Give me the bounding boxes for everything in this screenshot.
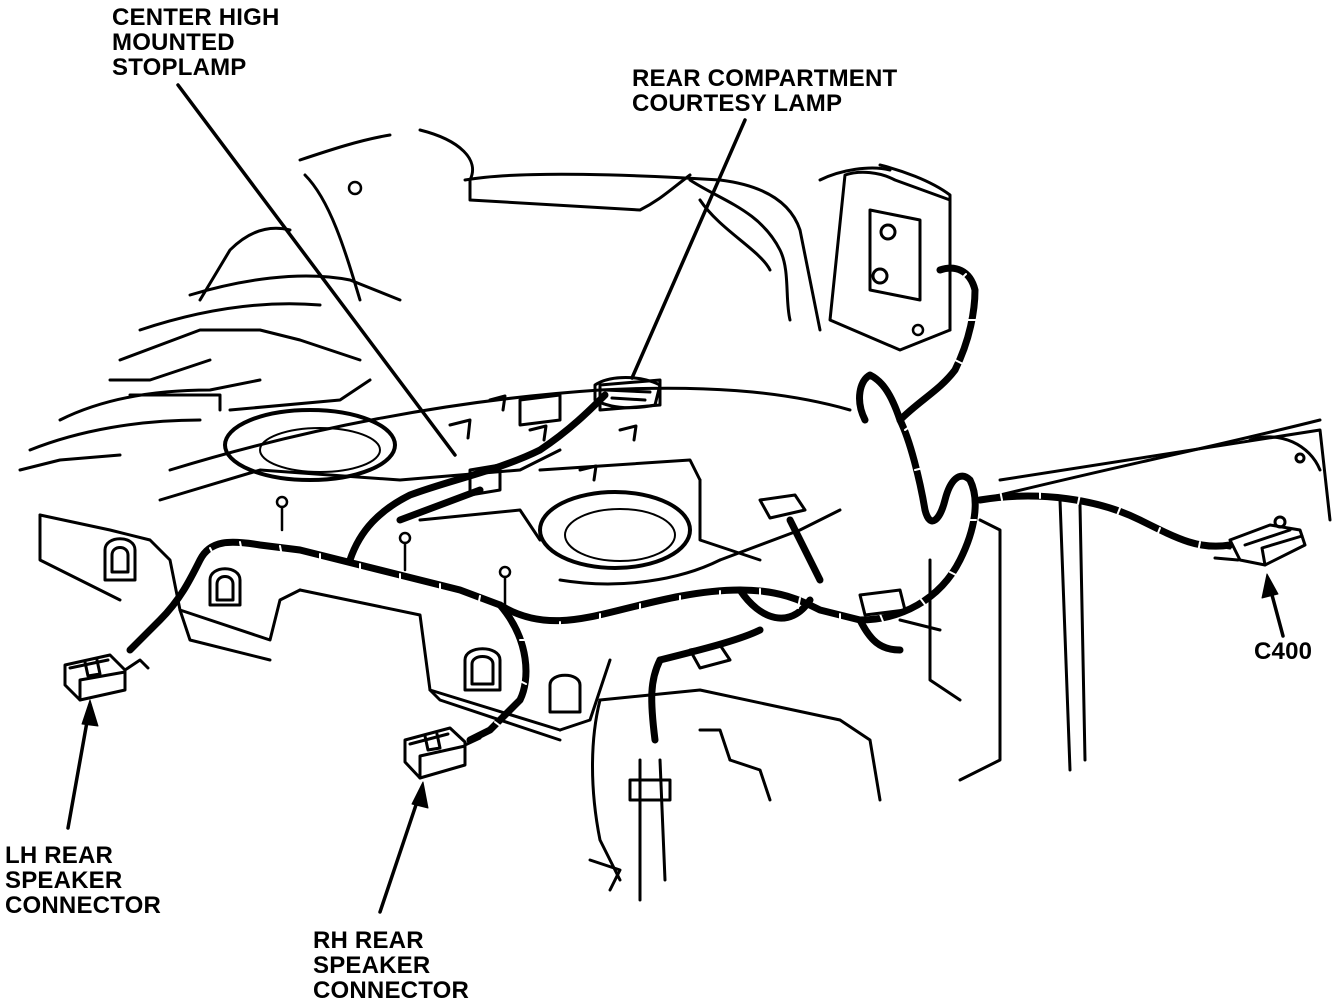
- rh-speaker-connector-drawing: [403, 726, 482, 780]
- package-tray: [158, 378, 852, 586]
- misc-connectors: [448, 394, 907, 670]
- label-lh-line-3: CONNECTOR: [5, 892, 162, 919]
- left-speaker-opening: [223, 408, 397, 482]
- c400-connector-drawing: [1208, 515, 1307, 567]
- rh-arrowhead: [411, 781, 429, 809]
- label-courtesy-lamp: REAR COMPARTMENT COURTESY LAMP: [632, 66, 897, 116]
- seat-back-panel: [38, 513, 612, 742]
- courtesy-lamp-drawing: [593, 376, 662, 410]
- label-rh-line-2: SPEAKER: [313, 952, 431, 979]
- c400-arrowhead: [1261, 573, 1279, 599]
- lh-speaker-leader: [66, 703, 92, 830]
- label-courtesy-lamp-line-2: COURTESY LAMP: [632, 90, 843, 117]
- label-courtesy-lamp-line-1: REAR COMPARTMENT: [632, 65, 898, 92]
- leader-lines: [66, 83, 1285, 914]
- label-chmsl: CENTER HIGH MOUNTED STOPLAMP: [112, 5, 280, 80]
- label-lh-rear-speaker-connector: LH REAR SPEAKER CONNECTOR: [5, 843, 161, 918]
- label-chmsl-line-1: CENTER HIGH: [112, 4, 280, 31]
- leader-arrowheads: [81, 573, 1279, 809]
- label-chmsl-line-3: STOPLAMP: [112, 54, 247, 81]
- label-rh-line-1: RH REAR: [313, 927, 424, 954]
- fasteners: [275, 180, 925, 607]
- chmsl-leader: [176, 83, 457, 457]
- label-rh-line-3: CONNECTOR: [313, 977, 470, 1004]
- right-speaker-opening: [538, 490, 692, 570]
- courtesy-lamp-leader: [630, 118, 747, 380]
- label-lh-line-2: SPEAKER: [5, 867, 123, 894]
- seat-anchors: [103, 537, 582, 714]
- right-quarter-structure: [828, 170, 1332, 782]
- label-c400: C400: [1254, 639, 1312, 664]
- label-c400-line-1: C400: [1254, 638, 1313, 665]
- left-quarter-structure: [18, 226, 402, 472]
- label-rh-rear-speaker-connector: RH REAR SPEAKER CONNECTOR: [313, 928, 469, 1003]
- label-lh-line-1: LH REAR: [5, 842, 114, 869]
- label-chmsl-line-2: MOUNTED: [112, 29, 235, 56]
- lh-arrowhead: [81, 699, 99, 727]
- lh-speaker-connector-drawing: [63, 653, 150, 702]
- rh-speaker-leader: [378, 785, 424, 914]
- trunk-floor: [588, 688, 882, 902]
- harness-tape-marks: [184, 273, 1201, 729]
